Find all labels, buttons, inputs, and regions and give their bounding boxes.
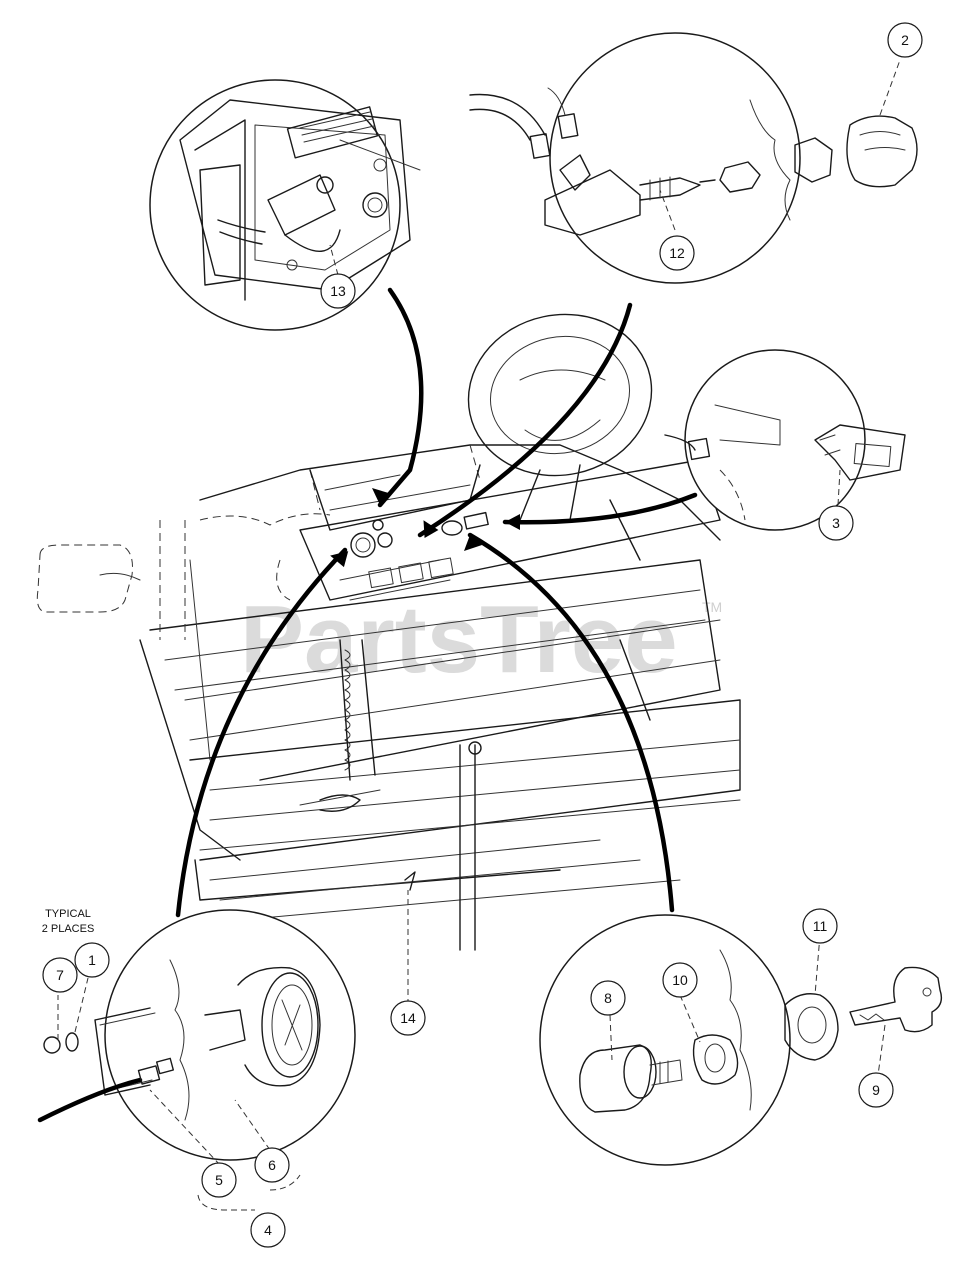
detail-3 <box>664 349 906 531</box>
callout-4: 4 <box>250 1212 286 1248</box>
connector-gauge <box>175 547 348 918</box>
callout-2: 2 <box>887 22 923 58</box>
callouts: 1 2 3 4 5 6 7 8 <box>42 22 923 1248</box>
callout-9-label: 9 <box>872 1082 880 1098</box>
note-line-1: TYPICAL <box>45 908 91 920</box>
detail-12 <box>469 32 833 284</box>
callout-14: 14 <box>390 1000 426 1036</box>
vehicle-dash-illustration <box>36 313 741 951</box>
callout-14-label: 14 <box>400 1010 416 1026</box>
callout-11-label: 11 <box>813 918 828 934</box>
callout-8: 8 <box>590 980 626 1016</box>
callout-9: 9 <box>858 1072 894 1108</box>
connector-12 <box>417 302 633 538</box>
note-typical: TYPICAL 2 PLACES <box>42 908 95 935</box>
callout-7: 7 <box>42 957 78 993</box>
watermark: PartsTree TM <box>240 586 722 693</box>
callout-3-label: 3 <box>832 515 840 531</box>
connector-key <box>467 532 675 913</box>
callout-3: 3 <box>818 505 854 541</box>
callout-10: 10 <box>662 962 698 998</box>
callout-10-label: 10 <box>672 972 688 988</box>
watermark-trademark: TM <box>702 599 722 615</box>
washer-1 <box>65 977 89 1052</box>
leader-lines <box>149 189 841 1211</box>
nut-7 <box>43 995 61 1054</box>
detail-gauge <box>37 909 356 1161</box>
connector-3 <box>502 492 698 525</box>
callout-6-label: 6 <box>268 1157 276 1173</box>
callout-6: 6 <box>254 1147 290 1183</box>
detail-connectors <box>175 287 698 918</box>
callout-5-label: 5 <box>215 1172 223 1188</box>
watermark-text: PartsTree <box>240 586 678 693</box>
callout-4-label: 4 <box>264 1222 272 1238</box>
callout-5: 5 <box>201 1162 237 1198</box>
callout-11: 11 <box>802 908 838 944</box>
callout-1: 1 <box>74 942 110 978</box>
callout-7-label: 7 <box>56 967 64 983</box>
note-line-2: 2 PLACES <box>42 923 95 935</box>
detail-key-switch <box>539 914 839 1166</box>
connector-13 <box>377 287 424 508</box>
callout-13-label: 13 <box>330 283 346 299</box>
knob-2 <box>846 59 918 188</box>
callout-8-label: 8 <box>604 990 612 1006</box>
callout-1-label: 1 <box>88 952 96 968</box>
detail-13 <box>149 79 421 331</box>
callout-13: 13 <box>320 273 356 309</box>
callout-12-label: 12 <box>669 245 685 261</box>
key-9 <box>849 966 943 1076</box>
callout-2-label: 2 <box>901 32 909 48</box>
callout-12: 12 <box>659 235 695 271</box>
